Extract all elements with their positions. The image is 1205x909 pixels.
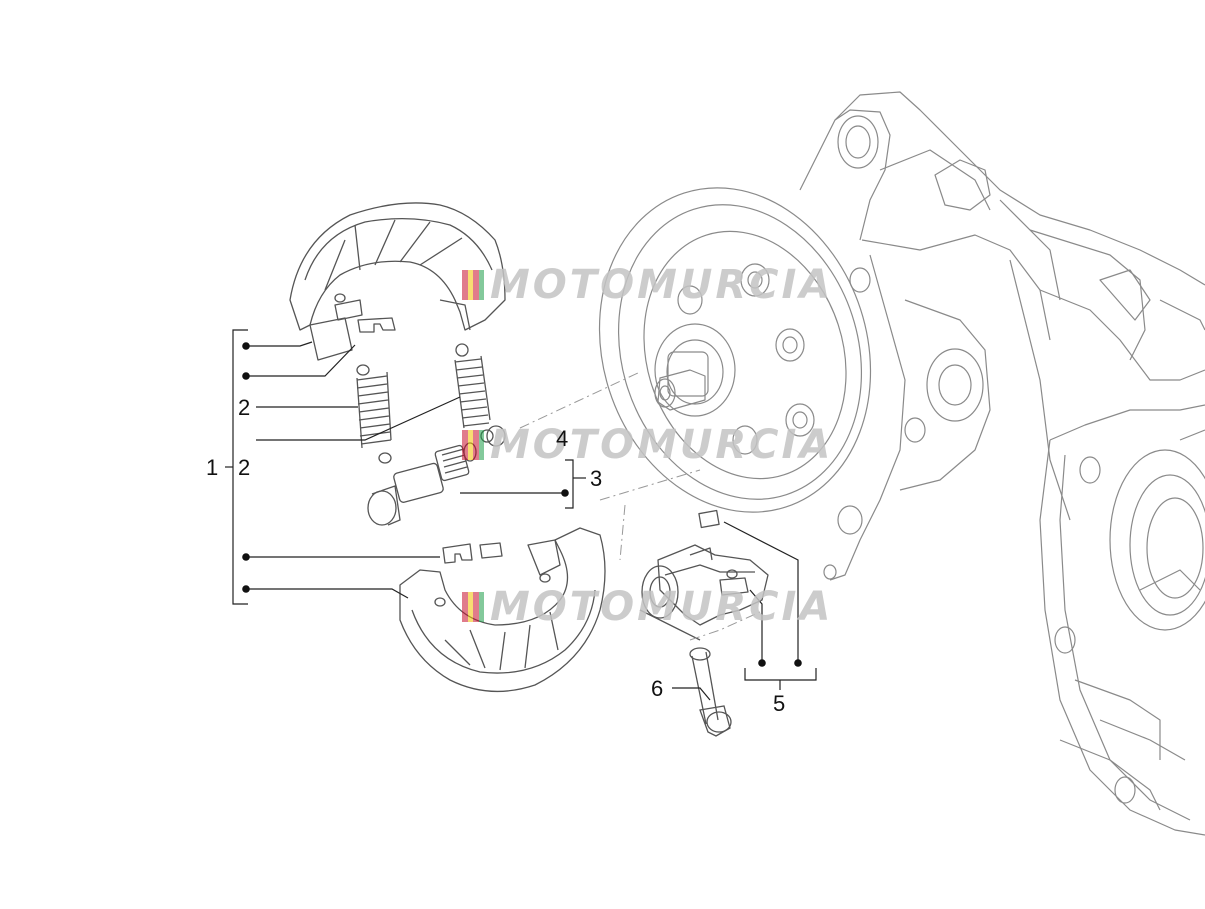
callout-4: 4 <box>556 426 569 451</box>
leader-dots <box>242 342 802 667</box>
callout-1: 1 <box>206 455 219 480</box>
bolt <box>689 647 732 737</box>
callout-2-right-spring: 2 <box>238 455 251 480</box>
leader-lines <box>225 329 817 701</box>
callout-5: 5 <box>773 691 786 716</box>
callout-3: 3 <box>590 466 603 491</box>
assembly-axis-lines <box>519 371 761 641</box>
brake-lever <box>639 509 769 641</box>
callout-6: 6 <box>651 676 664 701</box>
engine-crankcase <box>598 91 1205 836</box>
lower-brake-shoe <box>399 527 606 693</box>
upper-brake-shoe <box>289 202 506 361</box>
return-spring-left <box>356 364 392 464</box>
return-spring-right <box>454 343 494 443</box>
callout-2-left-spring: 2 <box>238 395 251 420</box>
